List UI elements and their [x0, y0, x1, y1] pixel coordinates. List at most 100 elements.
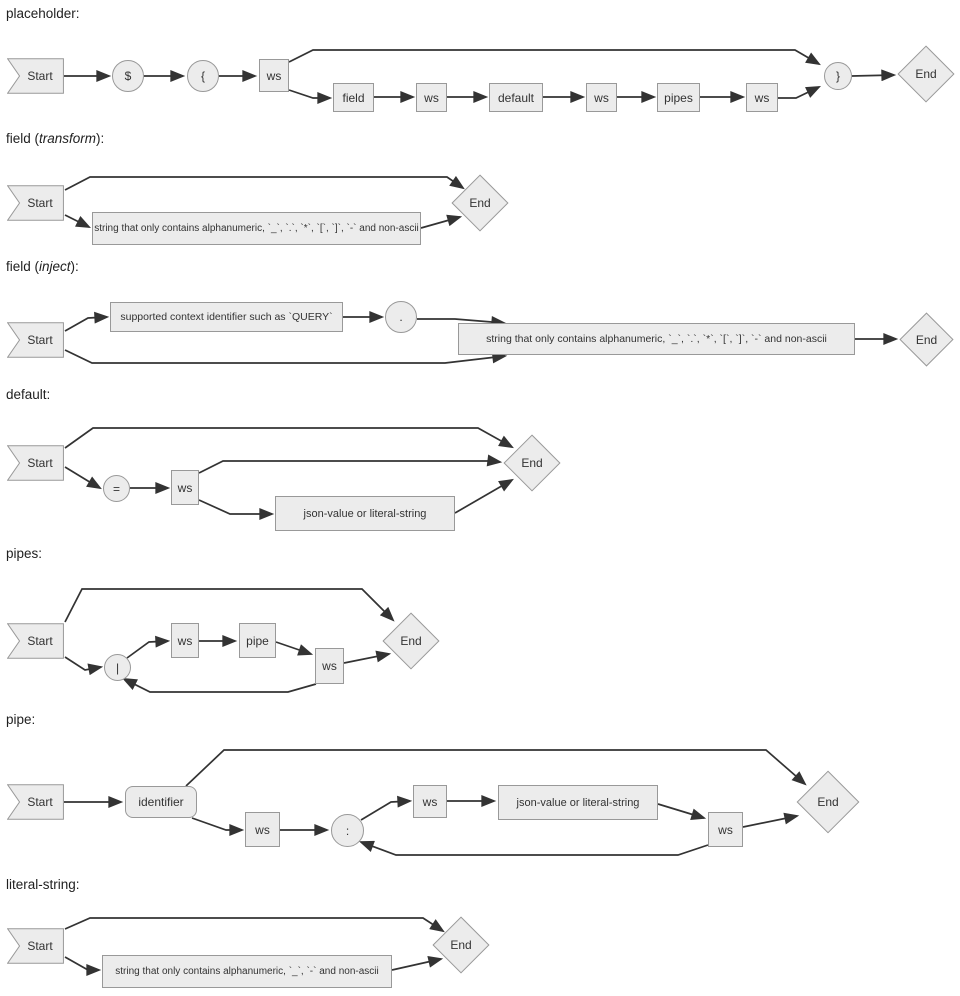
node-label: = — [112, 481, 120, 496]
start-flag-shape — [7, 623, 64, 659]
ws-node: ws — [259, 59, 289, 92]
heading-field-inject: field (inject): — [6, 259, 79, 274]
end-node: End — [382, 612, 440, 670]
string-chars-node: string that only contains alphanumeric, … — [92, 212, 421, 245]
start-flag-shape — [7, 928, 64, 964]
start-node: Start — [7, 185, 64, 221]
node-label: json-value or literal-string — [516, 796, 640, 809]
node-label: ws — [177, 633, 193, 648]
node-label: ws — [177, 480, 193, 495]
json-or-literal-node: json-value or literal-string — [498, 785, 658, 820]
dollar-node: $ — [112, 60, 144, 92]
field-transform-edges — [64, 175, 465, 229]
heading-text: default: — [6, 387, 51, 402]
node-label: End — [450, 938, 472, 952]
node-label: | — [115, 660, 120, 675]
node-label: supported context identifier such as `QU… — [120, 311, 333, 323]
node-label: Start — [27, 333, 53, 347]
heading-field-transform: field (transform): — [6, 131, 104, 146]
pipes-node: pipes — [657, 83, 700, 112]
node-label: default — [497, 90, 535, 105]
heading-literal-string: literal-string: — [6, 877, 80, 892]
end-diamond-shape — [451, 174, 509, 232]
start-flag-shape — [7, 322, 64, 358]
node-label: : — [345, 823, 350, 838]
heading-text: field ( — [6, 259, 40, 274]
node-label: ws — [266, 68, 282, 83]
node-label: pipe — [246, 633, 269, 648]
pipe-node: pipe — [239, 623, 276, 658]
equals-node: = — [103, 475, 130, 502]
colon-node: : — [331, 814, 364, 847]
heading-italic: transform — [39, 131, 97, 146]
ws-node: ws — [245, 812, 280, 847]
node-label: Start — [27, 69, 53, 83]
ws-node: ws — [171, 623, 199, 658]
start-node: Start — [7, 322, 64, 358]
start-flag-shape — [7, 445, 64, 481]
identifier-node: identifier — [125, 786, 197, 818]
heading-text: ): — [96, 131, 105, 146]
node-label: Start — [27, 456, 53, 470]
node-label: End — [915, 332, 938, 347]
end-node: End — [796, 770, 860, 834]
node-label: Start — [27, 939, 53, 953]
heading-placeholder: placeholder: — [6, 6, 80, 21]
node-label: string that only contains alphanumeric, … — [115, 966, 379, 977]
json-or-literal-node: json-value or literal-string — [275, 496, 455, 531]
start-node: Start — [7, 445, 64, 481]
heading-pipes: pipes: — [6, 546, 42, 561]
end-diamond-shape — [382, 612, 440, 670]
node-label: ws — [754, 90, 770, 105]
ws-node: ws — [586, 83, 617, 112]
end-diamond-shape — [897, 45, 955, 103]
node-label: string that only contains alphanumeric, … — [94, 223, 419, 234]
heading-default: default: — [6, 387, 50, 402]
end-diamond-shape — [796, 770, 860, 834]
start-flag-shape — [7, 185, 64, 221]
start-node: Start — [7, 623, 64, 659]
node-label: End — [469, 196, 491, 210]
pipe-edges — [64, 749, 807, 856]
node-label: ws — [424, 90, 439, 105]
default-node: default — [489, 83, 543, 112]
heading-text: pipes: — [6, 546, 43, 561]
node-label: { — [200, 69, 205, 83]
node-label: ws — [322, 659, 337, 673]
start-flag-shape — [7, 58, 64, 94]
heading-text: field ( — [6, 131, 40, 146]
end-node: End — [897, 45, 955, 103]
ws-node: ws — [746, 83, 778, 112]
start-node: Start — [7, 928, 64, 964]
context-identifier-node: supported context identifier such as `QU… — [110, 302, 343, 332]
node-label: End — [915, 67, 937, 81]
heading-text: literal-string: — [6, 877, 80, 892]
node-label: End — [521, 456, 543, 470]
ws-node: ws — [416, 83, 447, 112]
ws-node: ws — [171, 470, 199, 505]
node-label: Start — [27, 795, 53, 809]
end-diamond-shape — [503, 434, 561, 492]
node-label: ws — [422, 794, 438, 809]
end-node: End — [432, 916, 490, 974]
ws-node: ws — [708, 812, 743, 847]
string-chars-node: string that only contains alphanumeric, … — [458, 323, 855, 355]
field-inject-edges — [64, 311, 899, 364]
end-node: End — [503, 434, 561, 492]
heading-text: placeholder: — [6, 6, 80, 21]
node-label: ws — [255, 822, 270, 837]
start-node: Start — [7, 58, 64, 94]
placeholder-edges — [64, 49, 897, 104]
node-label: End — [817, 795, 839, 809]
end-node: End — [451, 174, 509, 232]
node-label: $ — [124, 69, 132, 83]
rbrace-node: } — [824, 62, 852, 90]
node-label: Start — [27, 196, 53, 210]
default-edges — [64, 427, 514, 520]
node-label: pipes — [664, 90, 693, 105]
end-node: End — [899, 312, 954, 367]
node-label: Start — [27, 634, 53, 648]
field-node: field — [333, 83, 374, 112]
